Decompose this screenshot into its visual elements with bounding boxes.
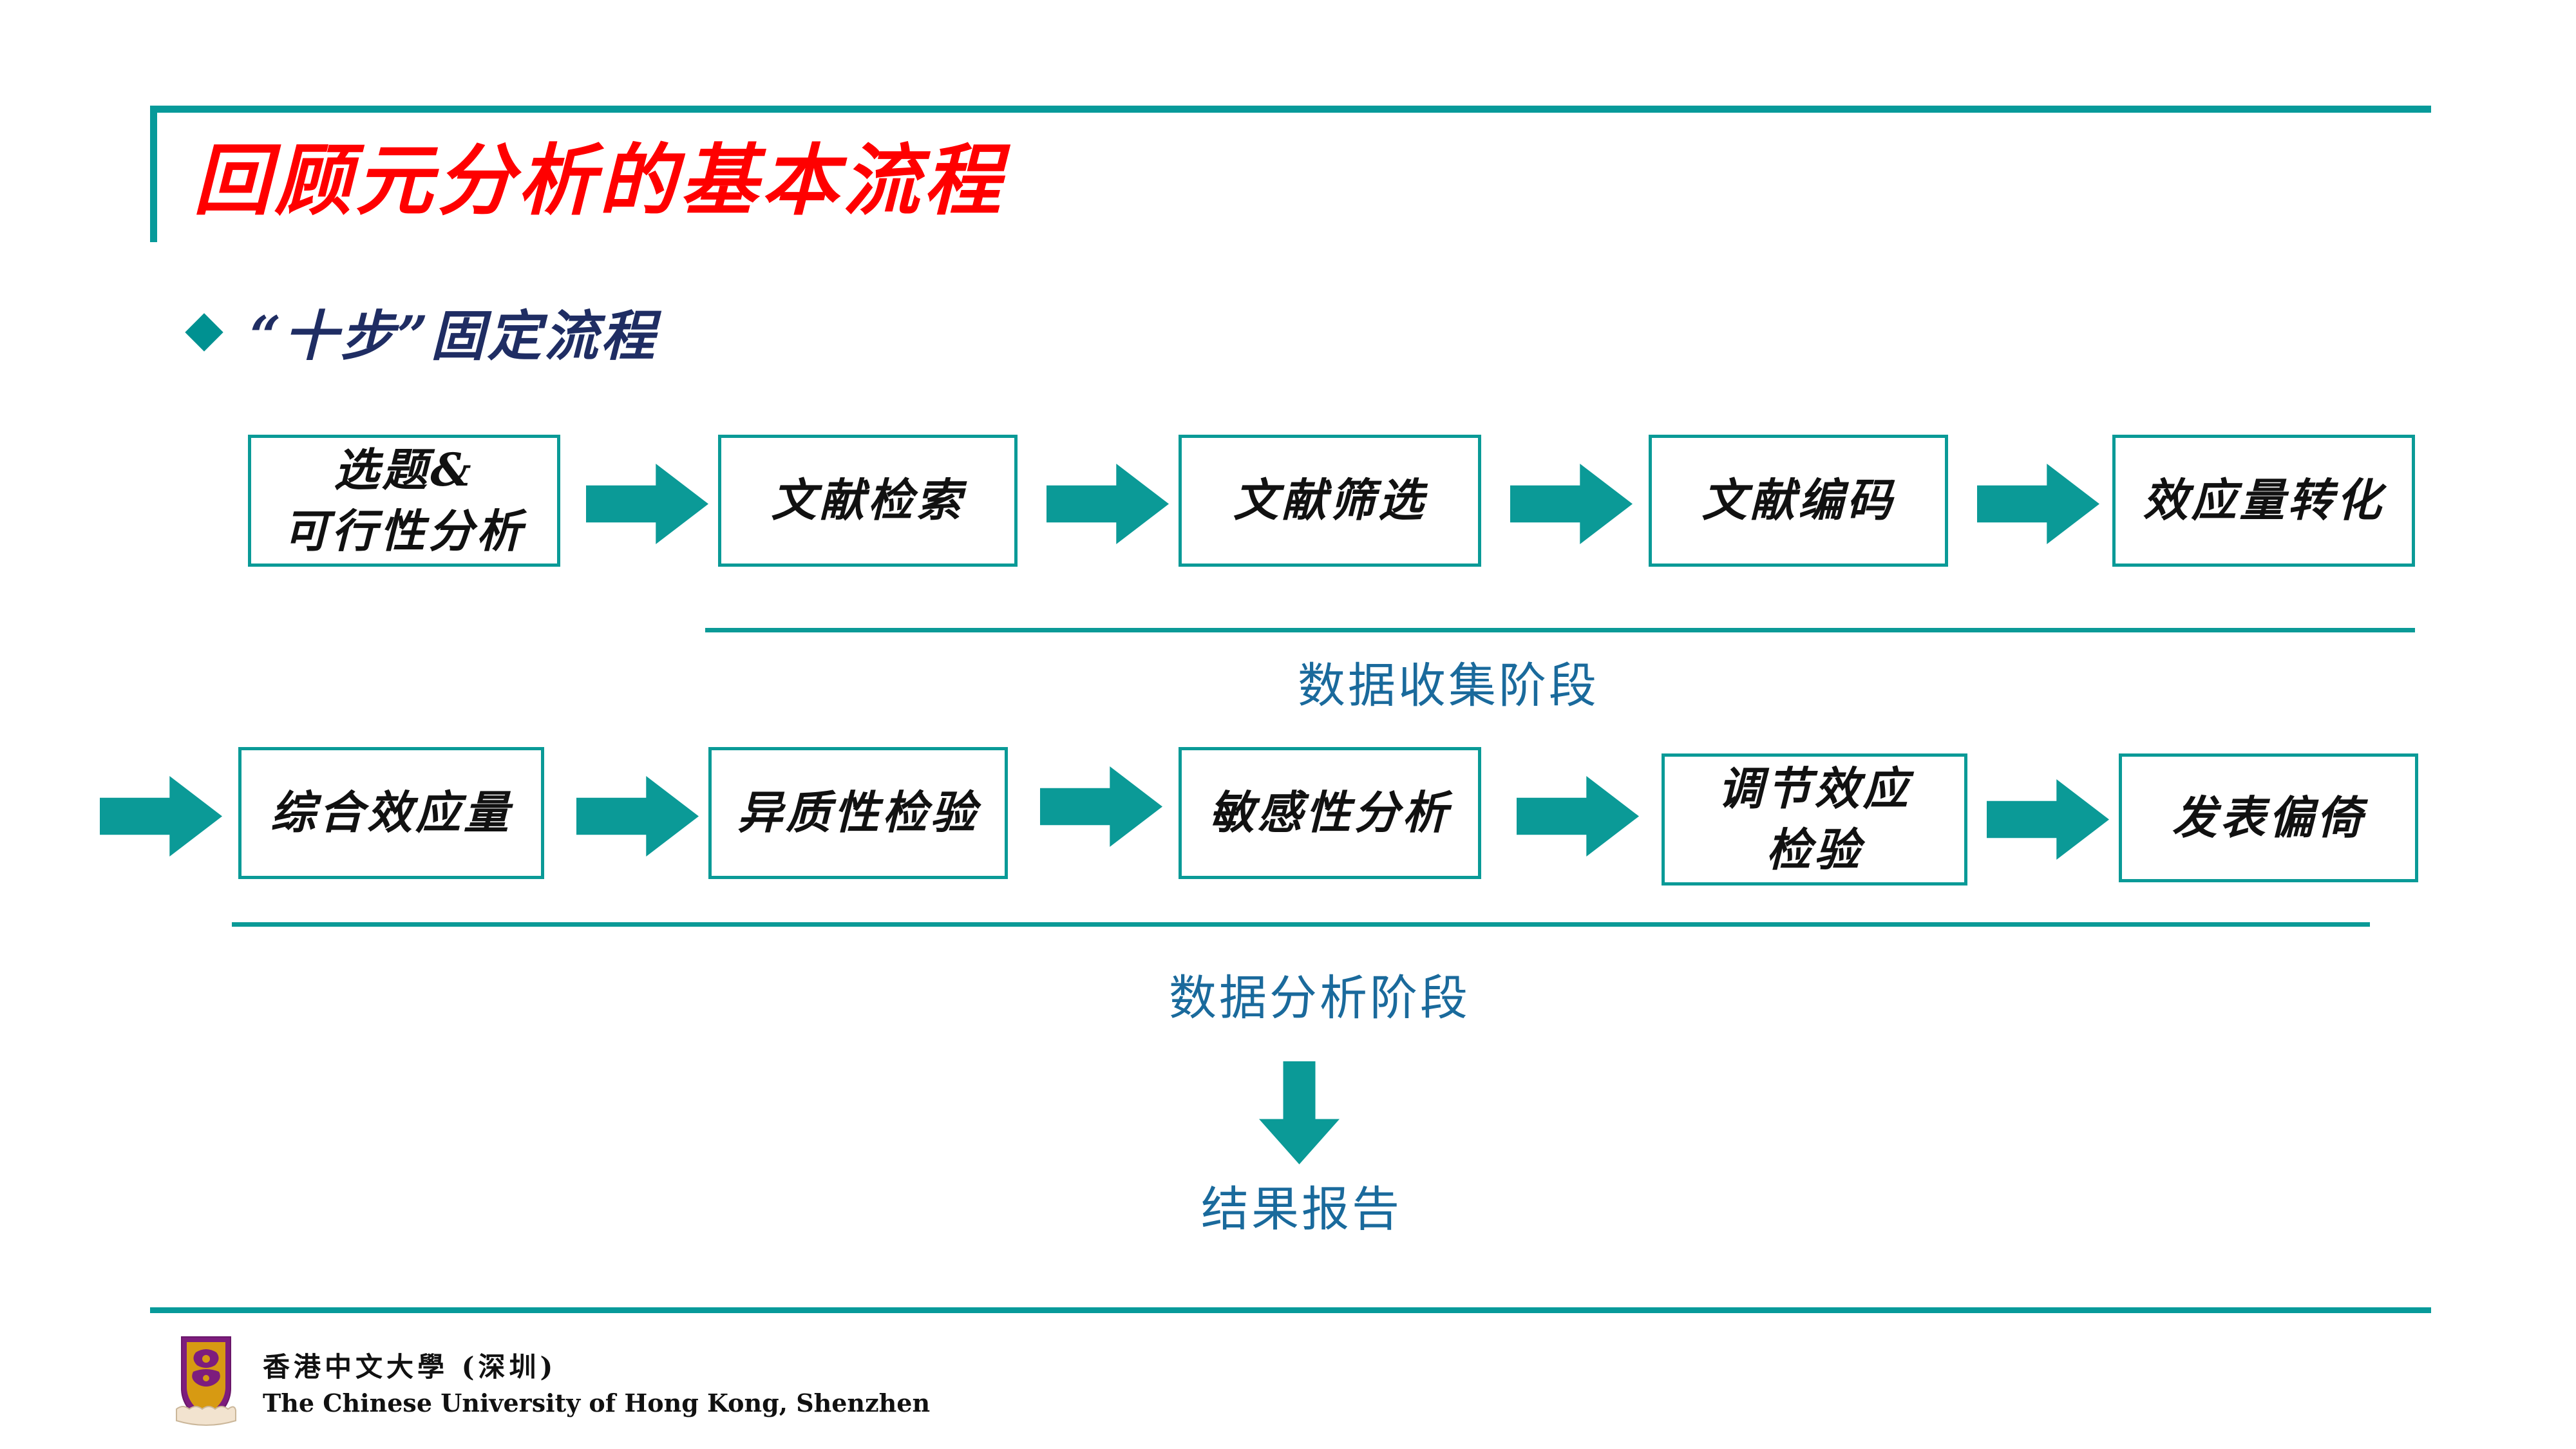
- flow-box-label: 发表偏倚: [2172, 790, 2365, 844]
- flow-box-row1-1[interactable]: 选题& 可行性分析: [248, 435, 560, 567]
- cuhk-shenzhen-crest-icon: [167, 1333, 245, 1430]
- arrow-right-icon: [100, 776, 222, 857]
- flow-box-row1-5[interactable]: 效应量转化: [2112, 435, 2415, 567]
- bullet-row: “十步”固定流程: [185, 293, 658, 371]
- flow-box-label: 效应量转化: [2143, 473, 2385, 527]
- flow-box-label: 文献编码: [1701, 473, 1895, 527]
- flow-box-label: 异质性检验: [737, 786, 979, 840]
- footer-name-en: The Chinese University of Hong Kong, She…: [263, 1388, 931, 1417]
- flow-box-row2-4[interactable]: 调节效应 检验: [1662, 753, 1967, 886]
- diamond-bullet-icon: [185, 312, 223, 352]
- flow-box-row1-3[interactable]: 文献筛选: [1179, 435, 1481, 567]
- flow-box-row1-4[interactable]: 文献编码: [1649, 435, 1948, 567]
- title-top-rule: [150, 106, 2431, 113]
- flow-box-row1-2[interactable]: 文献检索: [718, 435, 1018, 567]
- flow-box-row2-2[interactable]: 异质性检验: [708, 747, 1008, 879]
- title-left-accent-bar: [150, 106, 157, 242]
- stage-label-analysis: 数据分析阶段: [1169, 971, 1470, 1026]
- arrow-right-icon: [586, 464, 708, 544]
- arrow-right-icon: [1517, 776, 1639, 857]
- flow-box-label: 敏感性分析: [1209, 786, 1451, 840]
- bullet-text: “十步”固定流程: [250, 304, 658, 368]
- arrow-right-icon: [1046, 464, 1169, 544]
- page-title: 回顾元分析的基本流程: [193, 135, 1005, 226]
- arrow-right-icon: [1977, 464, 2099, 544]
- flow-box-label: 综合效应量: [270, 786, 512, 840]
- stage-divider-collection: [705, 628, 2415, 632]
- footer-name-cn: 香港中文大學 (深圳): [263, 1351, 557, 1383]
- flow-box-label: 文献筛选: [1233, 473, 1426, 527]
- flow-box-row2-1[interactable]: 综合效应量: [238, 747, 544, 879]
- stage-label-collection: 数据收集阶段: [1298, 658, 1599, 714]
- arrow-right-icon: [576, 776, 699, 857]
- outcome-label: 结果报告: [1201, 1182, 1402, 1237]
- footer: 香港中文大學 (深圳) The Chinese University of Ho…: [167, 1333, 930, 1430]
- arrow-down-icon: [1259, 1061, 1340, 1164]
- flow-box-label: 选题& 可行性分析: [283, 443, 525, 558]
- arrow-right-icon: [1040, 766, 1162, 847]
- arrow-right-icon: [1510, 464, 1633, 544]
- stage-divider-analysis: [232, 922, 2370, 927]
- flow-box-row2-5[interactable]: 发表偏倚: [2119, 753, 2418, 882]
- footer-rule: [150, 1307, 2431, 1313]
- footer-text: 香港中文大學 (深圳) The Chinese University of Ho…: [263, 1345, 930, 1417]
- arrow-right-icon: [1987, 779, 2109, 860]
- flow-box-row2-3[interactable]: 敏感性分析: [1179, 747, 1481, 879]
- flow-box-label: 调节效应 检验: [1718, 762, 1911, 876]
- flow-box-label: 文献检索: [771, 473, 965, 527]
